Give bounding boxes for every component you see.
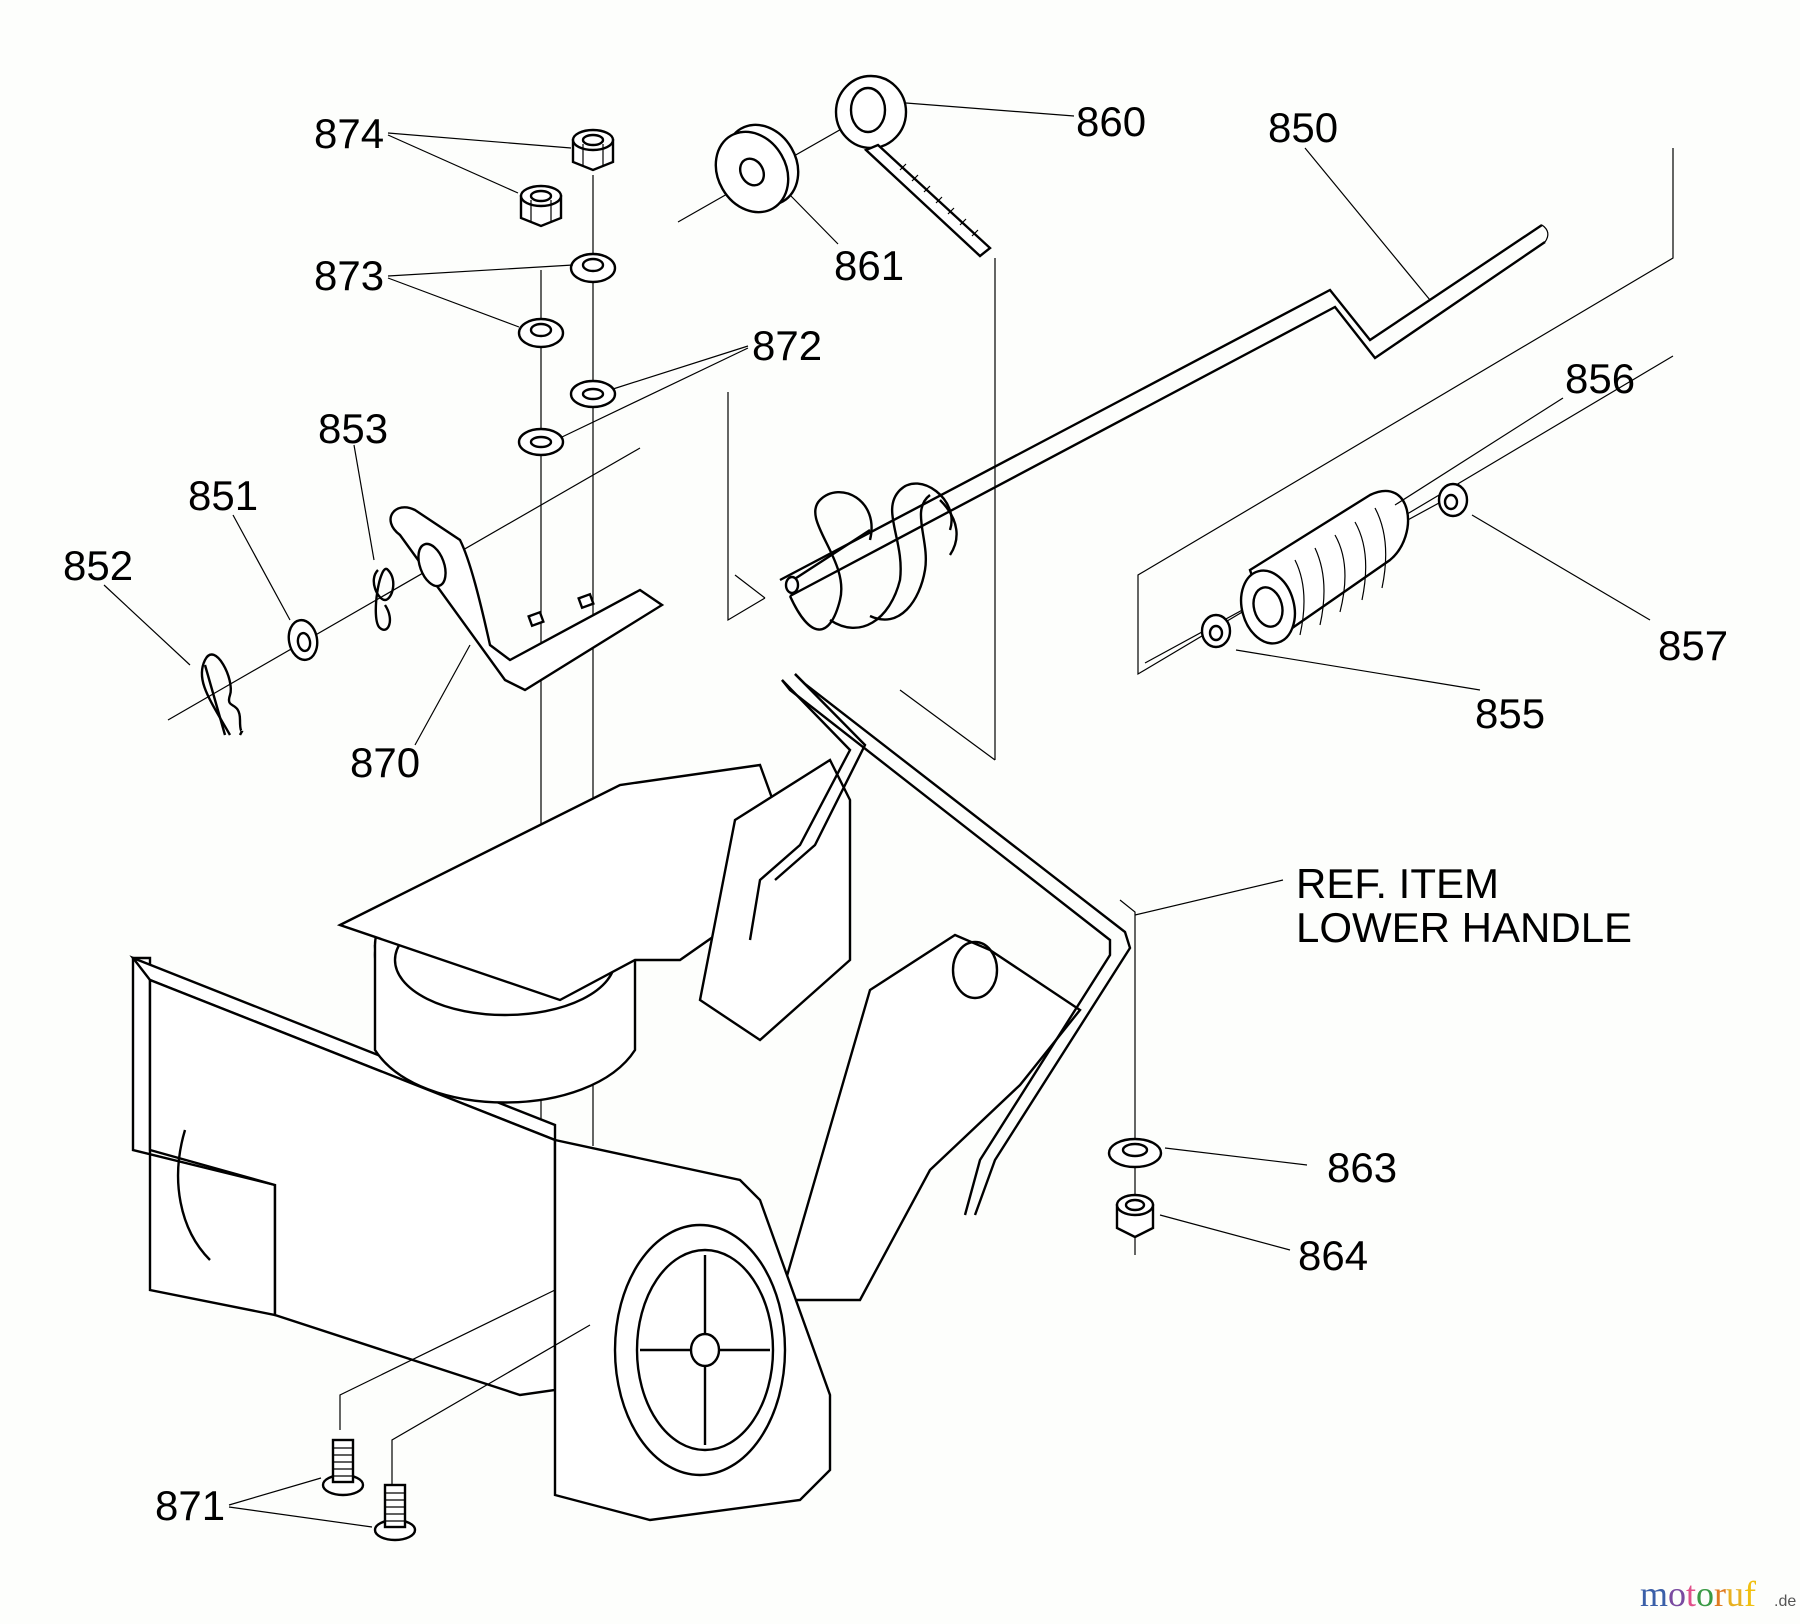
eyebolt-860 (834, 74, 996, 760)
lock-washer-873-lower (517, 317, 565, 349)
bolt-871-upper (321, 1438, 365, 1497)
callout-863: 863 (1327, 1144, 1397, 1191)
ref-item-line: REF. ITEM (1296, 860, 1499, 907)
watermark-letters: motoruf (1640, 1574, 1756, 1614)
phantom-plane-rod (727, 148, 1674, 676)
lower-handle-line: LOWER HANDLE (1296, 904, 1632, 951)
washer-855 (1200, 613, 1232, 649)
roller-856 (1239, 489, 1410, 645)
washer-863 (1107, 1137, 1163, 1169)
clip-853 (372, 567, 395, 631)
callout-871: 871 (155, 1482, 225, 1529)
phantom-lines (339, 689, 1136, 1485)
callout-873: 873 (314, 252, 384, 299)
watermark-letter: o (1696, 1574, 1714, 1614)
lock-washer-873-upper (569, 252, 617, 284)
hairpin-852 (200, 653, 244, 736)
callout-870: 870 (350, 739, 420, 786)
reference-note: REF. ITEM LOWER HANDLE (1296, 860, 1632, 951)
washer-872-lower (517, 427, 565, 457)
callout-855: 855 (1475, 690, 1545, 737)
pin-line (167, 447, 641, 721)
watermark-suffix: .de (1774, 1593, 1796, 1610)
washer-872-upper (569, 379, 617, 409)
bracket-870 (389, 506, 665, 692)
rod-spiral (788, 482, 958, 631)
callout-851: 851 (188, 472, 258, 519)
callout-856: 856 (1565, 355, 1635, 402)
chute-rod-850 (779, 224, 1549, 631)
callout-850: 850 (1268, 104, 1338, 151)
nut-864 (1115, 1193, 1155, 1239)
watermark-letter: t (1686, 1574, 1696, 1614)
callout-861: 861 (834, 242, 904, 289)
roller-assembly (1144, 482, 1469, 664)
watermark-letter: m (1640, 1574, 1668, 1614)
bolt-871-lower (373, 1483, 417, 1542)
washer-851 (287, 618, 319, 662)
callout-853: 853 (318, 405, 388, 452)
watermark-letter: u (1726, 1574, 1744, 1614)
watermark-text: motoruf (1640, 1574, 1756, 1614)
callout-872: 872 (752, 322, 822, 369)
callout-labels: 874 873 872 861 860 850 856 857 855 853 … (63, 98, 1728, 1529)
washer-857 (1437, 482, 1469, 518)
callout-852: 852 (63, 542, 133, 589)
hardware-stack (517, 128, 617, 1210)
callout-860: 860 (1076, 98, 1146, 145)
leader-lines (103, 102, 1651, 1528)
callout-857: 857 (1658, 622, 1728, 669)
callout-874: 874 (314, 110, 384, 157)
watermark-letter: f (1744, 1574, 1756, 1614)
chute-housing (129, 673, 1132, 1522)
watermark-letter: r (1714, 1574, 1726, 1614)
callout-864: 864 (1298, 1232, 1368, 1279)
watermark-logo: motoruf .de (1640, 1574, 1796, 1614)
nut-874-upper (571, 128, 615, 172)
watermark-letter: o (1668, 1574, 1686, 1614)
nut-874-lower (519, 184, 563, 228)
pulley-861 (677, 106, 881, 223)
